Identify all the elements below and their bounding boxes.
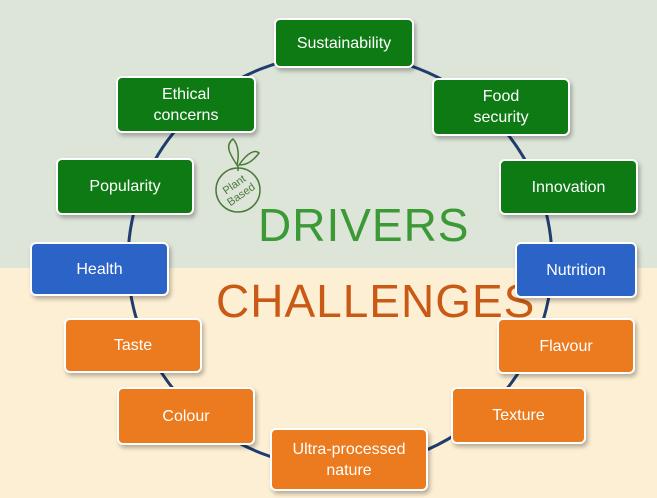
node-flavour: Flavour [497,318,635,374]
node-health: Health [30,242,169,296]
node-colour: Colour [117,387,255,445]
node-taste: Taste [64,318,202,373]
node-sustainability: Sustainability [274,18,414,68]
node-ultra-processed-nature: Ultra-processed nature [270,428,428,491]
drivers-heading: DRIVERS [258,199,470,251]
node-nutrition: Nutrition [515,242,637,298]
node-texture: Texture [451,387,586,444]
challenges-heading: CHALLENGES [216,275,536,327]
node-ethical-concerns: Ethical concerns [116,76,256,133]
node-food-security: Food security [432,78,570,136]
plant-leaf-icon: Plant Based [215,138,261,213]
plant-based-badge: Plant Based [207,135,285,220]
node-popularity: Popularity [56,158,194,215]
node-innovation: Innovation [499,159,638,215]
